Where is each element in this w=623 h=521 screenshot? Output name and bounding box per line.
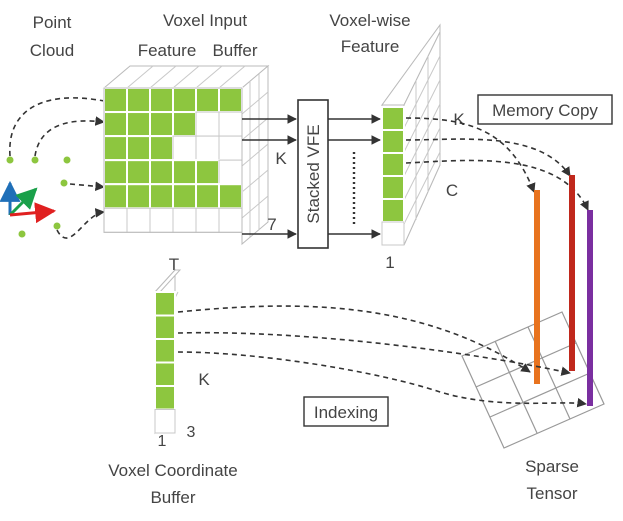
- filled-cell: [172, 183, 197, 210]
- filled-cell: [126, 183, 151, 210]
- filled-cell: [381, 129, 405, 154]
- filled-cell: [172, 159, 197, 186]
- coord-grid: [154, 291, 176, 434]
- input-to-vfe-arrows: [242, 114, 297, 239]
- voxel-coordinate-buffer: [153, 268, 182, 435]
- indexing-label: Indexing: [314, 403, 378, 422]
- empty-cell: [103, 207, 128, 233]
- empty-cell: [172, 135, 197, 161]
- filled-cell: [154, 338, 176, 364]
- filled-cell: [154, 314, 176, 340]
- input-grid: [103, 87, 243, 233]
- sparse-tensor-grid: [461, 311, 605, 449]
- k-coord-label: K: [198, 370, 210, 389]
- filled-cell: [103, 135, 128, 162]
- tensor-columns: [534, 175, 593, 406]
- filled-cell: [172, 111, 197, 138]
- filled-cell: [172, 87, 197, 114]
- k-feature-label: K: [453, 110, 465, 129]
- empty-cell: [218, 111, 243, 137]
- filled-cell: [154, 385, 176, 411]
- filled-cell: [149, 135, 174, 162]
- feature-grid: [381, 106, 405, 246]
- empty-cell: [195, 135, 220, 161]
- point: [6, 156, 14, 164]
- feature-label: Feature: [138, 41, 197, 60]
- filled-cell: [195, 87, 220, 114]
- filled-cell: [149, 87, 174, 114]
- empty-cell: [381, 221, 405, 246]
- empty-cell: [126, 207, 151, 233]
- orange-column: [534, 190, 540, 384]
- vfe-to-feature-arrows: [328, 114, 381, 239]
- filled-cell: [126, 87, 151, 114]
- filled-cell: [218, 183, 243, 210]
- point: [31, 156, 39, 164]
- memory-copy-label: Memory Copy: [492, 101, 598, 120]
- filled-cell: [195, 159, 220, 186]
- filled-cell: [126, 135, 151, 162]
- filled-cell: [126, 111, 151, 138]
- filled-cell: [381, 152, 405, 177]
- empty-cell: [154, 409, 176, 434]
- empty-cell: [195, 207, 220, 233]
- filled-cell: [103, 87, 128, 114]
- cloud-label: Cloud: [30, 41, 74, 60]
- input-grid-outline: [103, 87, 243, 233]
- red-column: [569, 175, 575, 371]
- seven-label: 7: [267, 215, 276, 234]
- voxel-wise-feature-label: Feature: [341, 37, 400, 56]
- coord-buffer-label: Buffer: [150, 488, 195, 507]
- filled-cell: [195, 183, 220, 210]
- feature-to-column-arrows: [405, 117, 589, 211]
- empty-cell: [218, 159, 243, 185]
- voxel-coordinate-label: Voxel Coordinate: [108, 461, 237, 480]
- empty-cell: [149, 207, 174, 233]
- t-label: T: [169, 255, 179, 274]
- tensor-label: Tensor: [526, 484, 577, 503]
- filled-cell: [154, 291, 176, 317]
- filled-cell: [149, 183, 174, 210]
- voxel-input-feature-buffer: [102, 64, 270, 246]
- point: [53, 222, 61, 230]
- voxel-wise-feature-buffer: [381, 23, 441, 246]
- filled-cell: [103, 183, 128, 210]
- empty-cell: [172, 207, 197, 233]
- filled-cell: [103, 159, 128, 186]
- buffer-label: Buffer: [212, 41, 257, 60]
- k-input-label: K: [275, 149, 287, 168]
- one-feature-label: 1: [385, 253, 394, 272]
- filled-cell: [103, 111, 128, 138]
- point: [60, 179, 68, 187]
- stacked-vfe-label: Stacked VFE: [304, 124, 323, 223]
- point: [18, 230, 26, 238]
- purple-column: [587, 210, 593, 406]
- sparse-label: Sparse: [525, 457, 579, 476]
- empty-cell: [218, 135, 243, 161]
- filled-cell: [149, 159, 174, 186]
- empty-cell: [195, 111, 220, 137]
- voxel-input-label: Voxel Input: [163, 11, 247, 30]
- empty-cell: [218, 207, 243, 233]
- filled-cell: [154, 361, 176, 387]
- memory-copy-box: Memory Copy: [477, 94, 613, 125]
- filled-cell: [218, 87, 243, 114]
- filled-cell: [381, 175, 405, 200]
- voxel-wise-label: Voxel-wise: [329, 11, 410, 30]
- axes-icon: [0, 180, 57, 224]
- coord-to-tensor-arrows: [177, 305, 587, 408]
- stacked-vfe-block: Stacked VFE: [297, 99, 329, 249]
- c-label: C: [446, 181, 458, 200]
- point-label: Point: [33, 13, 72, 32]
- point: [63, 156, 71, 164]
- filled-cell: [149, 111, 174, 138]
- filled-cell: [126, 159, 151, 186]
- three-coord-label: 3: [187, 424, 196, 441]
- point-cloud: [6, 156, 71, 238]
- filled-cell: [381, 106, 405, 131]
- filled-cell: [381, 198, 405, 223]
- indexing-box: Indexing: [303, 396, 389, 427]
- one-coord-label: 1: [158, 433, 167, 450]
